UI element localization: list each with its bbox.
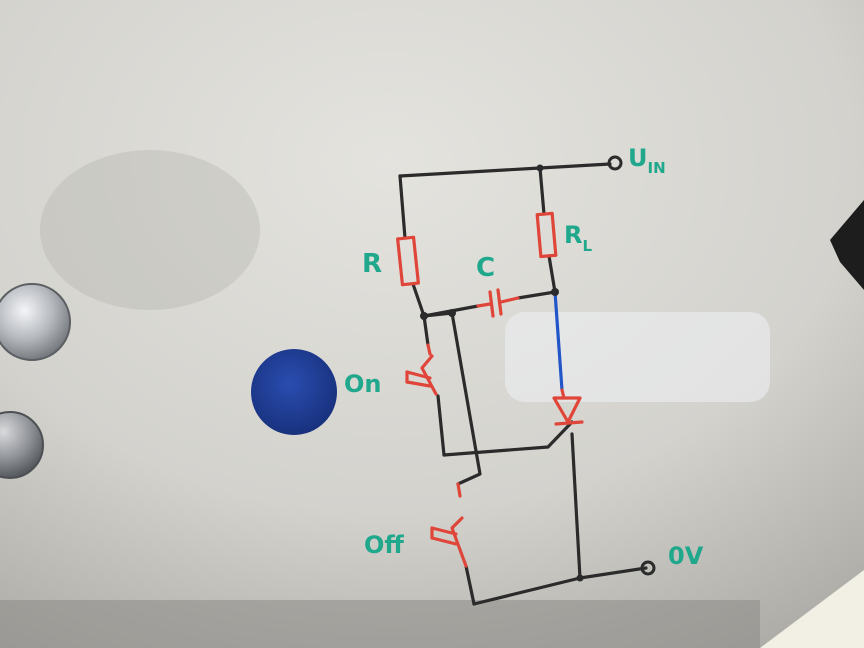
resistor-r (396, 235, 420, 287)
label-off: Off (364, 531, 404, 559)
wire-RL-down (547, 254, 557, 294)
bottom-shadow (0, 600, 760, 648)
label-rl: RL (564, 221, 592, 255)
resistor-rl (535, 211, 558, 259)
junction-dots (420, 164, 584, 582)
wire-node-right (422, 311, 454, 318)
wire-off-bottom (464, 564, 476, 606)
hand-shadow (40, 150, 260, 310)
blue-magnet (251, 349, 337, 435)
wire-gate (442, 420, 574, 457)
terminal-uin (607, 155, 623, 171)
wire-on-bottom (436, 394, 446, 457)
wire-long-vertical (450, 311, 482, 486)
wire-R-down (411, 282, 426, 318)
components (396, 211, 584, 568)
junction-dot (420, 312, 428, 320)
on-pushbutton (405, 343, 438, 396)
label-0v: 0V (668, 542, 704, 570)
silver-magnet-bottom (0, 411, 44, 479)
wire-on-top (422, 314, 430, 347)
junction-dot (448, 309, 456, 317)
label-c: C (476, 253, 495, 283)
junction-dot (576, 574, 584, 582)
wire-C-to-node (516, 290, 557, 300)
label-on: On (344, 370, 382, 398)
capacitor-c (476, 288, 520, 318)
wire-left-to-R (398, 174, 407, 240)
label-r: R (362, 249, 382, 279)
junction-dot (536, 164, 544, 172)
label-uin: UIN (628, 144, 666, 177)
terminal-0v (640, 560, 656, 576)
thyristor (552, 388, 584, 426)
wire-thyristor-down (570, 432, 582, 580)
paper-corner (760, 570, 864, 648)
junction-dot (551, 288, 559, 296)
off-pushbutton (430, 482, 468, 568)
blue-wire (553, 291, 564, 391)
silver-magnet-top (0, 283, 71, 361)
light-reflection (505, 312, 770, 402)
tray-edge (830, 200, 864, 290)
wire-right-to-RL (538, 166, 546, 216)
